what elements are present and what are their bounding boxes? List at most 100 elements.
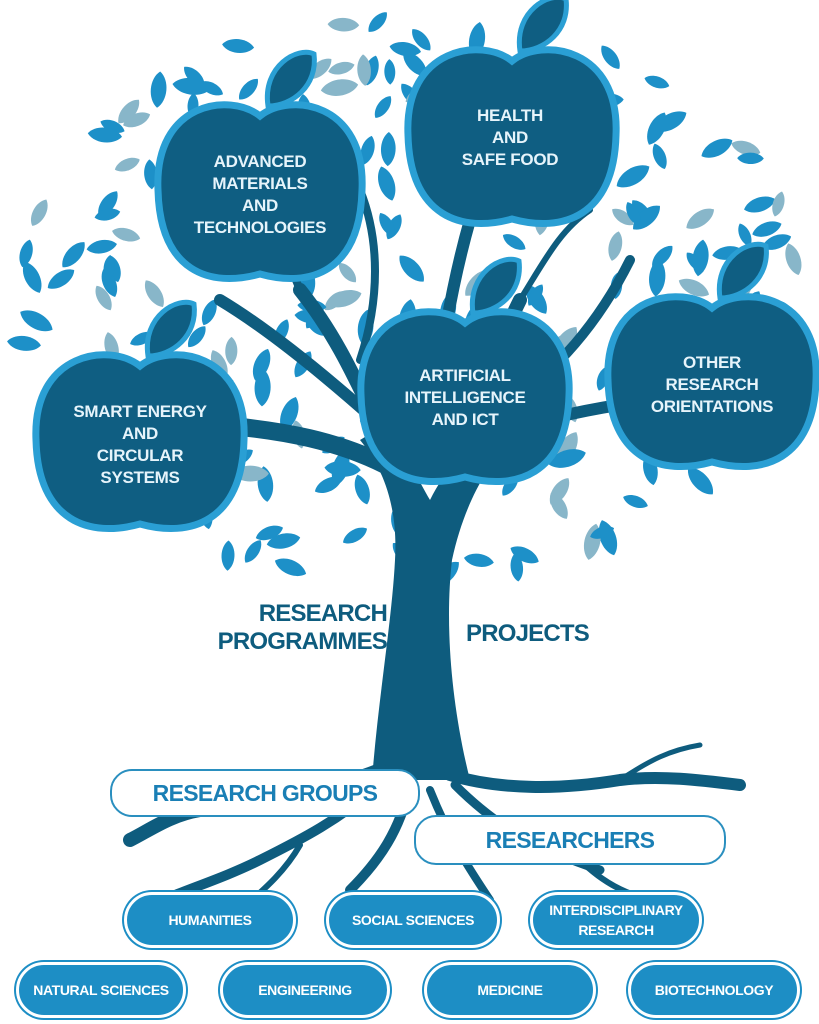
apple-leaf — [716, 241, 769, 301]
leaf — [379, 212, 395, 237]
leaf — [549, 478, 570, 505]
leaf — [274, 558, 307, 577]
leaf — [374, 96, 392, 118]
leaf — [172, 77, 212, 95]
apple-leaf — [469, 256, 522, 316]
leaf — [123, 112, 151, 128]
leaf — [463, 553, 494, 567]
leaf — [331, 449, 350, 486]
leaf — [752, 221, 782, 237]
leaf — [688, 467, 713, 495]
leaf — [368, 12, 387, 32]
leaf — [254, 368, 271, 407]
leaf — [62, 242, 85, 268]
leaf — [222, 39, 255, 53]
leaf — [380, 132, 396, 167]
leaf — [118, 99, 140, 124]
leaf — [324, 291, 345, 311]
leaf — [357, 54, 371, 86]
field-biotechnology: BIOTECHNOLOGY — [628, 962, 800, 1018]
research-programmes-label: RESEARCH PROGRAMMES — [217, 600, 388, 655]
leaf — [686, 208, 715, 229]
leaf — [510, 552, 524, 582]
leaf — [188, 326, 206, 348]
research-groups-pill: RESEARCH GROUPS — [110, 769, 420, 817]
leaf — [280, 396, 299, 432]
apple-body — [604, 293, 819, 471]
leaf — [731, 140, 761, 156]
leaf — [701, 138, 733, 158]
leaf — [114, 157, 140, 172]
apple-ai-ict: ARTIFICIAL INTELLIGENCE AND ICT — [404, 366, 526, 429]
leaf — [612, 208, 634, 226]
leaf — [737, 152, 764, 164]
field-social-sciences: SOCIAL SCIENCES — [326, 892, 500, 948]
leaf — [510, 546, 539, 564]
leaf — [686, 252, 704, 272]
leaf — [7, 335, 41, 351]
leaf — [378, 166, 396, 201]
leaf — [31, 199, 48, 226]
field-natural-sciences: NATURAL SCIENCES — [16, 962, 186, 1018]
apple-health-food: HEALTH AND SAFE FOOD — [461, 106, 559, 169]
leaf — [103, 255, 115, 281]
field-humanities: HUMANITIES — [124, 892, 296, 948]
leaf — [616, 165, 650, 188]
leaf — [654, 111, 687, 132]
leaf — [678, 278, 709, 297]
leaf — [338, 262, 357, 283]
leaf — [86, 239, 117, 254]
leaf — [601, 45, 620, 69]
leaf — [328, 61, 355, 75]
researchers-pill: RESEARCHERS — [414, 815, 726, 865]
leaf — [255, 525, 283, 541]
leaf — [652, 143, 667, 170]
leaf — [244, 540, 262, 563]
leaf — [252, 348, 271, 381]
leaf — [644, 75, 670, 89]
leaf — [94, 208, 121, 221]
field-engineering: ENGINEERING — [220, 962, 390, 1018]
leaf — [738, 223, 752, 247]
leaf — [354, 474, 370, 505]
leaf — [342, 527, 368, 544]
leaf — [20, 310, 53, 332]
apple-body — [154, 101, 366, 283]
leaf — [144, 159, 157, 190]
apple-other-research: OTHER RESEARCH ORIENTATIONS — [650, 353, 774, 416]
leaf — [649, 258, 666, 297]
leaf — [221, 540, 235, 571]
apple-leaf — [144, 299, 197, 359]
leaf — [22, 261, 42, 293]
leaf — [548, 449, 586, 468]
leaf — [502, 234, 526, 250]
leaf — [744, 196, 776, 213]
leaf — [95, 285, 112, 311]
leaf — [608, 231, 623, 261]
leaf — [403, 52, 427, 76]
leaf — [266, 533, 301, 549]
apple-smart-energy: SMART ENERGY AND CIRCULAR SYSTEMS — [73, 402, 207, 487]
leaf — [384, 59, 396, 85]
apple-body — [357, 308, 573, 486]
leaf — [150, 71, 167, 108]
leaf — [19, 239, 33, 268]
apple-body — [32, 351, 248, 533]
leaf — [389, 41, 422, 57]
apple-shapes — [32, 0, 819, 533]
leaf — [87, 127, 123, 143]
leaf — [652, 246, 673, 267]
leaf — [772, 191, 785, 217]
apple-leaf — [516, 0, 569, 54]
leaf — [762, 234, 792, 250]
apple-leaf — [264, 49, 317, 109]
leaf — [100, 119, 125, 134]
leaf — [320, 79, 359, 96]
leaf — [590, 526, 615, 539]
apple-body — [404, 46, 620, 228]
leaf — [327, 17, 360, 32]
leaf — [112, 227, 141, 242]
apple-advanced-materials: ADVANCED MATERIALS AND TECHNOLOGIES — [193, 152, 327, 237]
leaf — [527, 284, 544, 306]
